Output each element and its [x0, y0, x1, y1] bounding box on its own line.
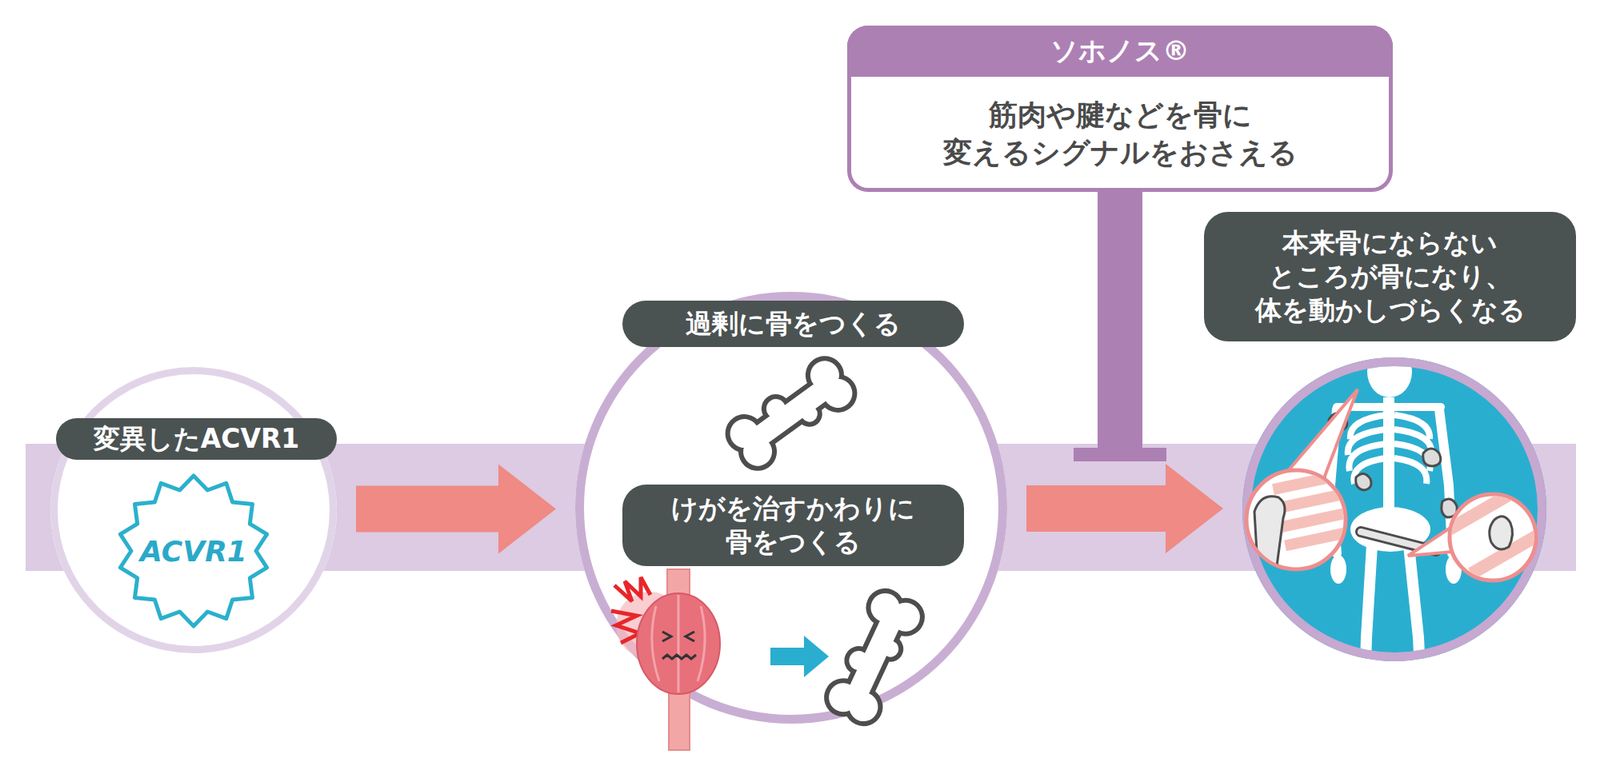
- skeleton-illustration: [1328, 346, 1462, 720]
- clavicle: [1336, 403, 1441, 412]
- injury-burst: [614, 577, 651, 602]
- tendon: [667, 569, 690, 621]
- bone-icon: [724, 355, 858, 472]
- callout-detail: [1254, 469, 1357, 567]
- tendon: [668, 678, 690, 751]
- legs: [1364, 545, 1423, 720]
- change-arrow: [770, 636, 829, 678]
- ectopic-bone: [1254, 496, 1285, 567]
- gene-circle: 変異したACVR1ACVR1: [50, 367, 337, 654]
- skeleton: [1328, 346, 1462, 720]
- bone-outline: [824, 588, 925, 727]
- bone-fill: [824, 588, 925, 727]
- flow-arrow: [1026, 464, 1224, 554]
- stage-label: 過剰に骨をつくる: [622, 300, 964, 348]
- tissue-stripe: [1443, 485, 1520, 537]
- process-box: けがを治すかわりに 骨をつくる: [622, 484, 964, 567]
- tissue-stripe: [1272, 469, 1345, 496]
- result-circle: 本来骨にならない ところが骨になり、 体を動かしづらくなる: [1242, 357, 1547, 662]
- bone-fill: [724, 355, 858, 472]
- drug-box: ソホノス®筋肉や腱などを骨に 変えるシグナルをおさえる: [847, 25, 1393, 192]
- muscle-eyes: [662, 632, 695, 642]
- ectopic-bone: [1489, 516, 1513, 550]
- ectopic-bone: [1360, 532, 1436, 552]
- drug-action: 筋肉や腱などを骨に 変えるシグナルをおさえる: [847, 76, 1393, 192]
- ectopic-lump: [1423, 448, 1441, 467]
- injury-glow: [616, 592, 684, 660]
- tissue-stripe: [1468, 528, 1544, 580]
- spine: [1383, 397, 1395, 550]
- muscle-belly: [636, 593, 720, 695]
- hand: [1330, 555, 1347, 584]
- hand: [1445, 555, 1462, 584]
- inhibition-stem: [1097, 190, 1143, 455]
- callout-pointer: [1408, 526, 1453, 556]
- process-label: けがを治すかわりに 骨をつくる: [622, 484, 964, 567]
- skull: [1367, 346, 1412, 398]
- ectopic-bone-outline: [1360, 532, 1436, 552]
- ribs: [1348, 415, 1432, 484]
- inhibition-bar: [1073, 448, 1167, 462]
- tissue-stripe: [1276, 488, 1349, 514]
- bone-icon: [824, 588, 925, 727]
- process-circle: 過剰に骨をつくるけがを治すかわりに 骨をつくる: [575, 292, 1008, 724]
- callout-circle: [1246, 470, 1346, 570]
- arms: [1330, 409, 1452, 554]
- tissue-stripe: [1284, 525, 1357, 552]
- callout-detail: [1443, 485, 1544, 580]
- callout-circle: [1449, 494, 1536, 581]
- callout-pointer: [1283, 389, 1358, 485]
- result-label: 本来骨にならない ところが骨になり、 体を動かしづらくなる: [1204, 212, 1576, 342]
- flow-arrow: [356, 464, 556, 555]
- injury-burst: [611, 611, 640, 644]
- ectopic-lump: [1328, 413, 1348, 432]
- ectopic-lump: [1441, 499, 1457, 518]
- gene-star: ACVR1: [113, 471, 274, 632]
- pelvis: [1350, 507, 1431, 552]
- ectopic-lump: [1356, 473, 1372, 491]
- muscle-mouth: [662, 655, 696, 660]
- stage-label: 変異したACVR1: [56, 418, 337, 460]
- tissue-stripe: [1280, 506, 1353, 532]
- bone-outline: [724, 355, 858, 472]
- muscle-fibers: [652, 595, 705, 693]
- drug-name: ソホノス®: [847, 25, 1393, 77]
- gene-name: ACVR1: [113, 528, 274, 575]
